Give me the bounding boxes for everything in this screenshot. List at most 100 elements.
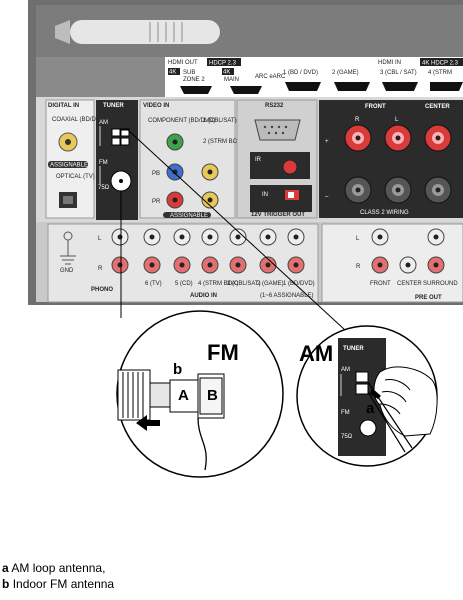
phono-label: PHONO	[91, 287, 113, 293]
svg-text:CENTER: CENTER	[397, 281, 422, 287]
svg-text:CLASS 2 WIRING: CLASS 2 WIRING	[360, 210, 409, 216]
svg-text:75Ω: 75Ω	[98, 185, 110, 191]
rs232-label: RS232	[265, 103, 284, 109]
hdmi-in-1-label: 1 (BD / DVD)	[283, 70, 318, 76]
svg-text:AM: AM	[341, 367, 350, 373]
svg-text:R: R	[355, 117, 360, 123]
trigger-label: 12V TRIGGER OUT	[251, 212, 305, 218]
svg-text:(1~6 ASSIGNABLE): (1~6 ASSIGNABLE)	[260, 293, 314, 299]
svg-text:75Ω: 75Ω	[341, 434, 353, 440]
hdmi-main-label: MAIN	[224, 77, 239, 83]
svg-text:GND: GND	[60, 268, 74, 274]
video2-label: 2 (STRM BOX)	[203, 139, 243, 145]
am-callout: AM TUNER AM FM 75Ω a	[296, 325, 438, 467]
svg-text:SURROUND: SURROUND	[423, 281, 458, 287]
hdmi-out-section: HDMI OUT HDCP 2.3 4K SUB ZONE 2 4K MAIN …	[168, 58, 286, 94]
hdmi-in-2-label: 2 (GAME)	[332, 70, 359, 76]
insert-arrow-icon	[136, 415, 160, 431]
hdmi-in-3-label: 3 (CBL / SAT)	[380, 70, 417, 76]
video-in-section: VIDEO IN COMPONENT (BD/DVD) 1 (CBL/SAT) …	[139, 99, 243, 219]
connector-b: B	[207, 387, 218, 404]
tuner-label: TUNER	[103, 103, 124, 109]
component-label: COMPONENT (BD/DVD)	[148, 118, 215, 124]
legend: a AM loop antenna, b Indoor FM antenna	[2, 560, 114, 592]
svg-text:ASSIGNABLE: ASSIGNABLE	[170, 213, 208, 219]
svg-text:2 (GAME): 2 (GAME)	[257, 281, 284, 287]
svg-text:TUNER: TUNER	[343, 346, 364, 352]
video1-label: 1 (CBL/SAT)	[203, 118, 237, 124]
hand-with-wire	[373, 366, 438, 437]
connector-a: A	[178, 387, 189, 404]
legend-item-b: b Indoor FM antenna	[2, 577, 115, 591]
svg-text:L: L	[98, 236, 102, 242]
tuner-am-label: AM	[99, 120, 108, 126]
pre-out-label: PRE OUT	[415, 295, 442, 301]
hdmi-arc-label: ARC eARC	[255, 74, 286, 80]
svg-text:R: R	[356, 264, 361, 270]
front-label: FRONT	[365, 104, 386, 110]
hdmi-zone2-label: ZONE 2	[183, 77, 205, 83]
svg-text:4K: 4K	[223, 70, 230, 76]
hdmi-main-port	[230, 86, 262, 94]
digital-in-section: DIGITAL IN COAXIAL (BD/DVD) ASSIGNABLE O…	[45, 99, 106, 219]
fm-cable	[197, 417, 207, 471]
am-terminal-1	[111, 128, 121, 137]
am-marker-a: a	[366, 400, 375, 417]
svg-text:1 (BD/DVD): 1 (BD/DVD)	[283, 281, 315, 287]
fm-callout-title: FM	[207, 340, 239, 365]
rs232-ir-section: RS232 IR IN 12V TRIGGER OUT	[236, 99, 318, 219]
svg-text:–: –	[325, 194, 329, 200]
svg-text:FRONT: FRONT	[370, 281, 391, 287]
fm-jack-closeup	[117, 369, 171, 421]
receiver-rear-panel: HDMI OUT HDCP 2.3 4K SUB ZONE 2 4K MAIN …	[28, 0, 463, 305]
svg-text:L: L	[395, 117, 399, 123]
svg-text:PR: PR	[152, 199, 161, 205]
svg-text:5 (CD): 5 (CD)	[175, 281, 193, 287]
pre-out-section: L R FRONT CENTER SURROUND PRE OUT	[321, 223, 463, 303]
video-in-label: VIDEO IN	[143, 103, 169, 109]
hdmi-in-header: HDMI IN	[378, 60, 401, 66]
legend-item-a: a AM loop antenna,	[2, 561, 106, 575]
fm-marker-b: b	[173, 361, 182, 378]
hdmi-out-badge: HDCP 2.3	[209, 61, 237, 67]
svg-text:FM: FM	[341, 410, 350, 416]
wireless-antenna	[55, 20, 220, 44]
svg-text:L: L	[356, 236, 360, 242]
am-terminal-2	[111, 137, 121, 146]
hdmi-in-4-port	[430, 82, 463, 91]
speaker-terminals-negative	[344, 176, 452, 204]
phono-gnd-icon	[60, 231, 76, 265]
speaker-section: FRONT CENTER R L + – CLASS 2 WIRING	[319, 100, 463, 218]
center-label: CENTER	[425, 104, 450, 110]
hdmi-in-section: HDMI IN 4K HDCP 2.3 1 (BD / DVD) 2 (GAME…	[283, 58, 463, 91]
svg-text:PB: PB	[152, 171, 160, 177]
hdmi-in-3-port	[382, 82, 418, 91]
tuner-section: TUNER AM FM 75Ω	[96, 100, 138, 220]
hdmi-sub-label: SUB	[183, 70, 195, 76]
svg-text:4K: 4K	[169, 70, 176, 76]
am-insert-arrow-icon	[370, 388, 381, 399]
svg-text:3 (CBL/SAT): 3 (CBL/SAT)	[227, 281, 261, 287]
hdmi-sub-port	[180, 86, 212, 94]
callout-leader-lines	[120, 129, 346, 331]
hdmi-out-header: HDMI OUT	[168, 60, 198, 66]
speaker-terminals-positive	[344, 124, 452, 152]
coaxial-label: COAXIAL (BD/DVD)	[52, 117, 106, 123]
coaxial-jack	[65, 139, 71, 145]
svg-text:+: +	[325, 139, 329, 145]
am-callout-title: AM	[299, 341, 333, 366]
svg-text:IN: IN	[262, 192, 268, 198]
svg-text:4 (STRM BOX): 4 (STRM BOX)	[198, 281, 238, 287]
optical-label: OPTICAL (TV)	[56, 174, 95, 180]
fm-plug	[169, 373, 225, 419]
digital-in-label: DIGITAL IN	[48, 103, 79, 109]
tuner-fm-label: FM	[99, 160, 108, 166]
hdmi-in-2-port	[334, 82, 370, 91]
svg-text:6 (TV): 6 (TV)	[145, 281, 162, 287]
hdmi-in-badge: 4K HDCP 2.3	[422, 61, 459, 67]
svg-text:ASSIGNABLE: ASSIGNABLE	[50, 163, 88, 169]
audio-in-section: GND L R PHONO 6 (TV) 5 (CD) 4 (STRM BOX)…	[47, 223, 319, 303]
hdmi-in-4-label: 4 (STRM	[428, 70, 452, 76]
ir-label: IR	[255, 157, 262, 163]
